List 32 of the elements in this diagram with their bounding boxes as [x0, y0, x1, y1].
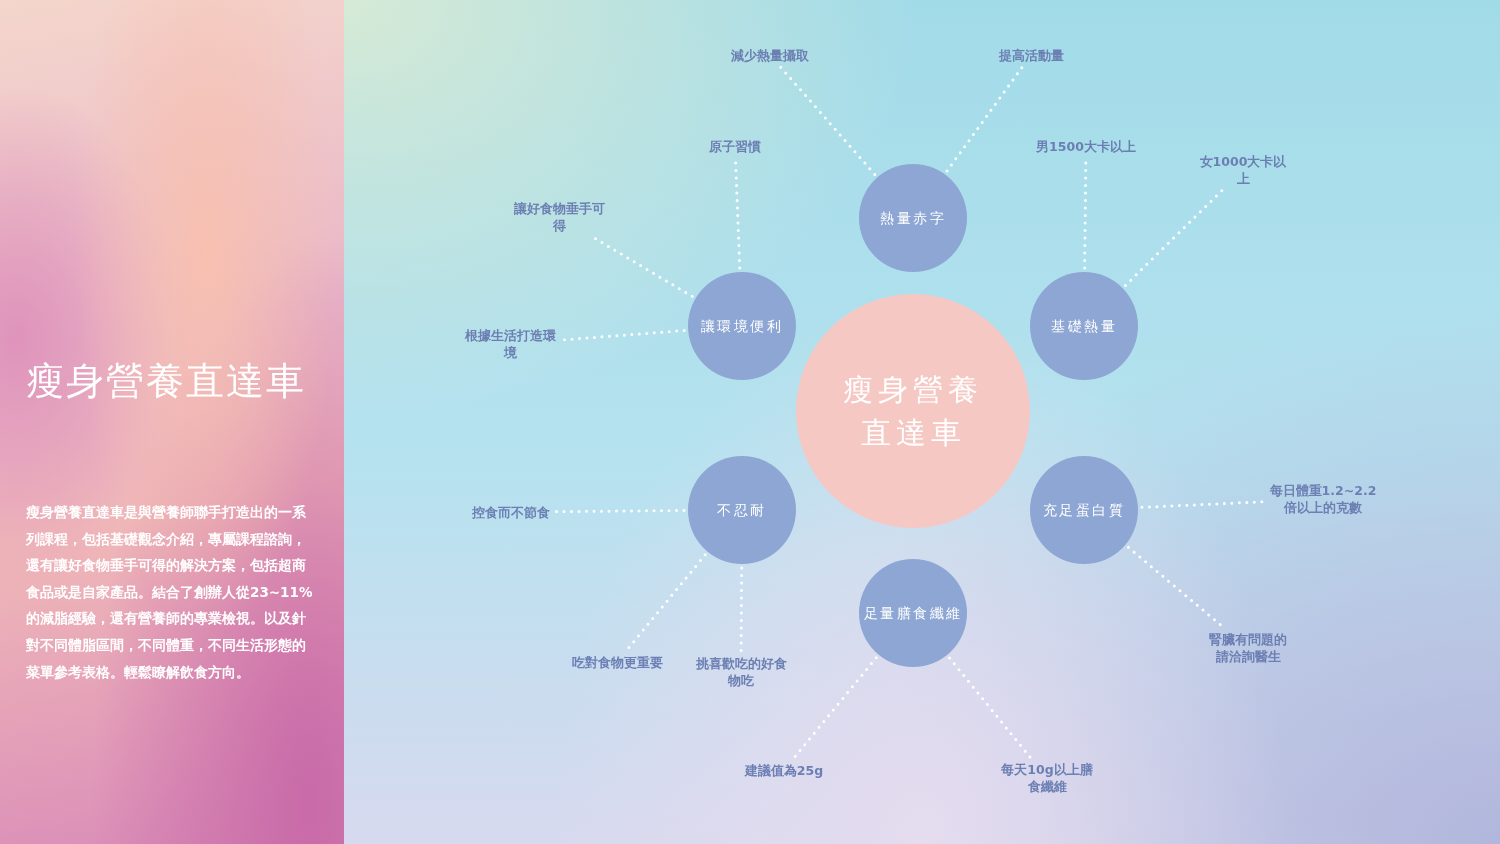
circle-label: 熱量赤字: [879, 209, 947, 227]
description-paragraph: 瘦身營養直達車是與營養師聯手打造出的一系列課程，包括基礎觀念介紹，專屬課程諮詢，還有讓好食物垂手可得的解決方案，包括超商食品或是自家產品。結合了創辦人從23~11%的減脂經驗，還有營養師的專業檢視。以及針對不同體脂區間，不同體重，不同生活形態的菜單參考表格。輕鬆瞭解飲食方向。: [26, 503, 314, 682]
circle-label: 讓環境便利: [699, 317, 785, 335]
note-text: 腎臟有問題的請洽詢醫生: [1203, 631, 1293, 665]
note-text: 控食而不節食: [456, 503, 566, 521]
dotted-connector: [791, 656, 878, 760]
dotted-connector: [948, 656, 1033, 760]
note-text: 挑喜歡吃的好食物吃: [691, 655, 791, 689]
dotted-connector: [591, 235, 694, 298]
note-text: 讓好食物垂手可得: [509, 200, 609, 234]
note-text: 根據生活打造環境: [460, 327, 560, 361]
dotted-connector: [624, 553, 707, 652]
circle-label: 足量膳食纖維: [863, 604, 963, 622]
note-text: 每天10g以上膳食纖維: [997, 761, 1097, 795]
dotted-connector: [739, 566, 744, 654]
circle-label: 充足蛋白質: [1041, 501, 1127, 519]
dotted-connector: [1123, 188, 1225, 287]
circle-label: 基礎熱量: [1050, 317, 1118, 335]
title: 瘦身營養直達車: [26, 358, 306, 405]
note-text: 建議值為25g: [729, 761, 839, 779]
note-text: 每日體重1.2~2.2倍以上的克數: [1268, 482, 1378, 516]
note-text: 吃對食物更重要: [557, 653, 677, 671]
circle-label: 瘦身營養直達車: [842, 371, 984, 452]
note-text: 提高活動量: [976, 46, 1086, 64]
note-text: 原子習慣: [690, 137, 780, 155]
dotted-connector: [778, 65, 877, 176]
dotted-connector: [945, 65, 1025, 173]
note-text: 女1000大卡以上: [1197, 153, 1289, 187]
dotted-connector: [552, 509, 686, 514]
note-text: 男1500大卡以上: [1021, 137, 1151, 155]
circle-label: 不忍耐: [716, 501, 768, 519]
note-text: 減少熱量攝取: [715, 46, 825, 64]
